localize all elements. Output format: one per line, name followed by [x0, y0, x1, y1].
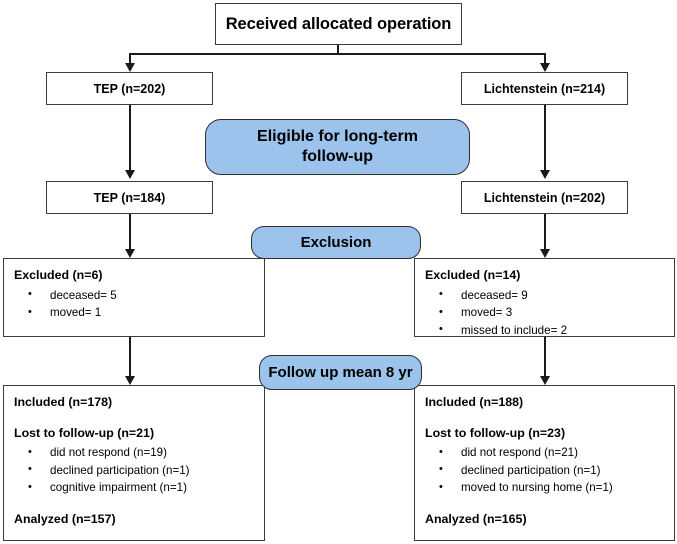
connector-top-stem: [337, 45, 339, 54]
outcome-right-lost-heading: Lost to follow-up (n=23): [425, 425, 566, 440]
box-tep-eligible: TEP (n=184): [46, 181, 213, 214]
box-lichtenstein-allocated: Lichtenstein (n=214): [461, 72, 628, 105]
excluded-left-content: Excluded (n=6) deceased= 5moved= 1: [4, 259, 264, 322]
box-excluded-left: Excluded (n=6) deceased= 5moved= 1: [3, 258, 265, 337]
list-item: cognitive impairment (n=1): [28, 479, 254, 497]
callout-followup-label: Follow up mean 8 yr: [268, 364, 413, 381]
connector-tep-allocated-to-eligible: [129, 105, 131, 171]
arrow-to-outcome-left: [124, 376, 135, 385]
lichtenstein-allocated-label: Lichtenstein (n=214): [483, 81, 606, 96]
excluded-right-heading: Excluded (n=14): [425, 268, 521, 282]
callout-eligible-line2: follow-up: [301, 148, 374, 165]
box-outcome-left: Included (n=178) Lost to follow-up (n=21…: [3, 385, 265, 541]
tep-eligible-label: TEP (n=184): [93, 190, 166, 205]
callout-exclusion-label: Exclusion: [300, 234, 372, 251]
excluded-left-heading: Excluded (n=6): [14, 268, 103, 282]
arrow-to-outcome-right: [539, 376, 550, 385]
excluded-left-list: deceased= 5moved= 1: [14, 286, 254, 322]
arrow-to-excluded-left: [124, 249, 135, 258]
outcome-left-lost-heading: Lost to follow-up (n=21): [14, 425, 155, 440]
list-item: declined participation (n=1): [439, 461, 664, 480]
outcome-left-analyzed: Analyzed (n=157): [14, 511, 116, 526]
outcome-left-included: Included (n=178): [14, 395, 113, 409]
connector-top-left-drop: [129, 53, 131, 65]
tep-allocated-label: TEP (n=202): [93, 81, 166, 96]
connector-tep-eligible-to-excluded: [129, 214, 131, 250]
outcome-left-content: Included (n=178) Lost to follow-up (n=21…: [4, 386, 264, 527]
list-item: did not respond (n=19): [28, 444, 254, 462]
excluded-right-list: deceased= 9moved= 3missed to include= 2: [425, 286, 664, 340]
connector-excluded-left-to-outcome: [129, 337, 131, 377]
callout-eligible-text: Eligible for long-term follow-up: [257, 127, 418, 167]
callout-exclusion: Exclusion: [251, 226, 421, 259]
list-item: did not respond (n=21): [439, 444, 664, 462]
callout-follow-up-mean-8-yr: Follow up mean 8 yr: [259, 355, 422, 390]
connector-top-right-drop: [544, 53, 546, 65]
list-item: moved= 1: [28, 304, 254, 322]
list-item: declined participation (n=1): [28, 461, 254, 480]
connector-lichtenstein-eligible-to-excluded: [544, 214, 546, 250]
connector-lichtenstein-allocated-to-eligible: [544, 105, 546, 171]
excluded-right-content: Excluded (n=14) deceased= 9moved= 3misse…: [415, 259, 674, 339]
connector-top-split: [129, 53, 545, 55]
arrow-to-tep-allocated: [124, 63, 135, 72]
connector-excluded-right-to-outcome: [544, 337, 546, 377]
list-item: deceased= 5: [28, 286, 254, 305]
outcome-right-included: Included (n=188): [425, 395, 524, 409]
outcome-left-lost-list: did not respond (n=19)declined participa…: [14, 444, 254, 497]
arrow-to-lichtenstein-allocated: [539, 63, 550, 72]
outcome-right-analyzed: Analyzed (n=165): [425, 511, 527, 526]
arrow-to-lichtenstein-eligible: [539, 170, 550, 179]
outcome-right-content: Included (n=188) Lost to follow-up (n=23…: [415, 386, 674, 527]
list-item: missed to include= 2: [439, 321, 664, 340]
received-allocated-operation-label: Received allocated operation: [225, 14, 452, 33]
outcome-right-lost-list: did not respond (n=21)declined participa…: [425, 444, 664, 497]
list-item: deceased= 9: [439, 286, 664, 305]
arrow-to-tep-eligible: [124, 170, 135, 179]
callout-eligible-for-long-term-follow-up: Eligible for long-term follow-up: [205, 119, 470, 175]
callout-eligible-line1: Eligible for long-term: [257, 128, 418, 145]
list-item: moved= 3: [439, 304, 664, 322]
box-outcome-right: Included (n=188) Lost to follow-up (n=23…: [414, 385, 675, 541]
lichtenstein-eligible-label: Lichtenstein (n=202): [483, 190, 606, 205]
list-item: moved to nursing home (n=1): [439, 479, 664, 497]
box-received-allocated-operation: Received allocated operation: [215, 3, 462, 45]
arrow-to-excluded-right: [539, 249, 550, 258]
box-excluded-right: Excluded (n=14) deceased= 9moved= 3misse…: [414, 258, 675, 339]
box-lichtenstein-eligible: Lichtenstein (n=202): [461, 181, 628, 214]
box-tep-allocated: TEP (n=202): [46, 72, 213, 105]
